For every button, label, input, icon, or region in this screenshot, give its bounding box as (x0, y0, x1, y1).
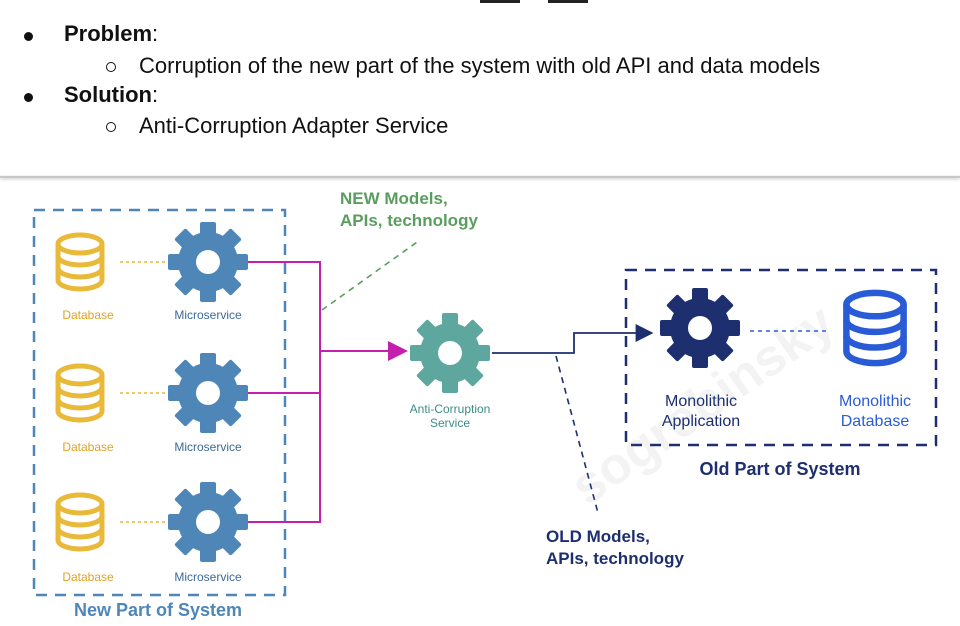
sub-bullet-circle (106, 122, 116, 132)
bullet-dot (24, 32, 33, 41)
acl-label-line1: Anti-Corruption (409, 402, 491, 416)
old-models-pointer (555, 355, 599, 514)
microservice-label-2: Microservice (174, 440, 242, 454)
database-label-2: Database (62, 440, 114, 454)
anti-corruption-diagram: Database Microservice Database Microserv… (0, 178, 960, 626)
new-system-row-3 (58, 482, 248, 562)
old-system-boundary (624, 268, 938, 447)
monolithic-app-label-line1: Monolithic (664, 393, 738, 410)
new-models-label-line2: APIs, technology (340, 211, 478, 230)
database-icon (58, 495, 102, 549)
old-models-label-line2: APIs, technology (546, 549, 684, 568)
microservice-gear-icon (168, 222, 248, 302)
solution-label: Solution (64, 82, 152, 107)
anti-corruption-gear-icon (410, 313, 490, 393)
new-system-row-1 (58, 222, 248, 302)
microservice-label-3: Microservice (174, 570, 242, 584)
database-label-3: Database (62, 570, 114, 584)
new-system-boundary (32, 208, 287, 597)
top-heading-fragment (480, 0, 590, 3)
monolithic-app-gear-icon (660, 288, 740, 368)
database-icon (58, 235, 102, 289)
monolithic-database-icon (846, 293, 903, 363)
old-models-label-line1: OLD Models, (546, 527, 650, 546)
diagram-canvas (32, 208, 938, 597)
new-system-group-label: New Part of System (73, 600, 243, 620)
new-models-label-line1: NEW Models, (340, 189, 448, 208)
bullet-dot (24, 93, 33, 102)
database-label-1: Database (62, 308, 114, 322)
microservice-label-1: Microservice (174, 308, 242, 322)
microservice-gear-icon (168, 353, 248, 433)
acl-label-line2: Service (429, 416, 470, 430)
microservice-gear-icon (168, 482, 248, 562)
acl-to-monolith-connector (492, 324, 654, 354)
sub-bullet-circle (106, 62, 116, 72)
database-icon (58, 366, 102, 420)
problem-text: Corruption of the new part of the system… (139, 53, 821, 78)
monolithic-db-label-line2: Database (840, 413, 910, 430)
microservice-connectors (248, 261, 408, 523)
monolithic-db-label-line1: Monolithic (838, 393, 912, 410)
new-system-row-2 (58, 353, 248, 433)
solution-text: Anti-Corruption Adapter Service (139, 113, 449, 138)
problem-label: Problem (64, 21, 153, 46)
new-models-pointer (321, 239, 421, 311)
old-system-group-label: Old Part of System (699, 459, 861, 479)
section-divider (0, 176, 960, 178)
monolithic-app-label-line2: Application (661, 413, 741, 430)
